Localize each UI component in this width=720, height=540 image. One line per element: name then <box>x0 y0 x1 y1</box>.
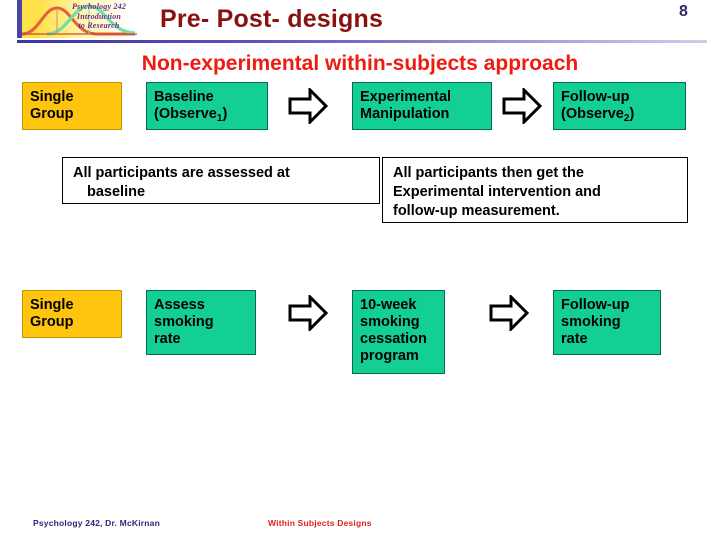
row1-baseline-subscript: 1 <box>216 113 223 124</box>
row1-baseline-line1: Baseline <box>154 89 214 105</box>
footer-topic-label: Within Subjects Designs <box>268 518 372 528</box>
row1-followup-paren: ) <box>629 106 635 122</box>
row2-followup-label: Follow-up smoking rate <box>561 297 630 347</box>
row1-followup-line2: (Observe <box>561 106 624 122</box>
note-intervention-line2: Experimental intervention and <box>393 184 601 200</box>
row1-baseline-paren: ) <box>222 106 228 122</box>
row1-baseline-line2: (Observe <box>154 106 217 122</box>
row2-assess-box: Assess smoking rate <box>146 290 256 355</box>
logo-line-1: Psychology 242 <box>71 2 127 11</box>
row1-group-label: Single Group <box>30 89 74 122</box>
row2-program-label: 10-week smoking cessation program <box>360 297 427 364</box>
course-logo: Psychology 242 Introduction to Research <box>17 0 140 38</box>
row1-baseline-box: Baseline (Observe1) <box>146 82 268 130</box>
note-intervention-line1: All participants then get the <box>393 165 584 181</box>
page-number: 8 <box>679 3 688 20</box>
row1-followup-box: Follow-up (Observe2) <box>553 82 686 130</box>
bell-curve-graphic <box>21 4 137 36</box>
logo-left-bar <box>17 0 22 38</box>
footer-course-credit: Psychology 242, Dr. McKirnan <box>33 518 161 528</box>
row1-manipulation-label: Experimental Manipulation <box>360 89 452 122</box>
row2-single-group-box: Single Group <box>22 290 122 338</box>
row2-group-label: Single Group <box>30 297 74 330</box>
row1-manipulation-box: Experimental Manipulation <box>352 82 492 130</box>
row1-arrow-1-icon <box>288 88 328 124</box>
row1-followup-subscript: 2 <box>623 113 630 124</box>
row1-single-group-box: Single Group <box>22 82 122 130</box>
row2-arrow-2-icon <box>489 295 529 331</box>
row1-followup-line1: Follow-up <box>561 89 630 105</box>
slide-subtitle: Non-experimental within-subjects approac… <box>141 52 579 75</box>
note-baseline: All participants are assessed at baselin… <box>62 157 380 204</box>
row2-followup-box: Follow-up smoking rate <box>553 290 661 355</box>
row1-arrow-2-icon <box>502 88 542 124</box>
logo-line-2: Introduction <box>76 11 122 21</box>
row2-program-box: 10-week smoking cessation program <box>352 290 445 374</box>
note-baseline-line1: All participants are assessed at <box>73 165 290 181</box>
row2-arrow-1-icon <box>288 295 328 331</box>
logo-line-3: to Research <box>78 21 120 30</box>
header-divider <box>17 40 707 43</box>
page-title: Pre- Post- designs <box>160 5 384 33</box>
note-intervention-line3b: measurement. <box>457 203 560 219</box>
note-baseline-line2: baseline <box>87 184 146 200</box>
logo-text: Psychology 242 Introduction to Research <box>57 2 140 31</box>
row2-assess-label: Assess smoking rate <box>154 297 214 347</box>
note-intervention-line3a: follow-up <box>393 203 458 219</box>
slide-header: Psychology 242 Introduction to Research … <box>0 0 720 46</box>
note-intervention: All participants then get the Experiment… <box>382 157 688 223</box>
